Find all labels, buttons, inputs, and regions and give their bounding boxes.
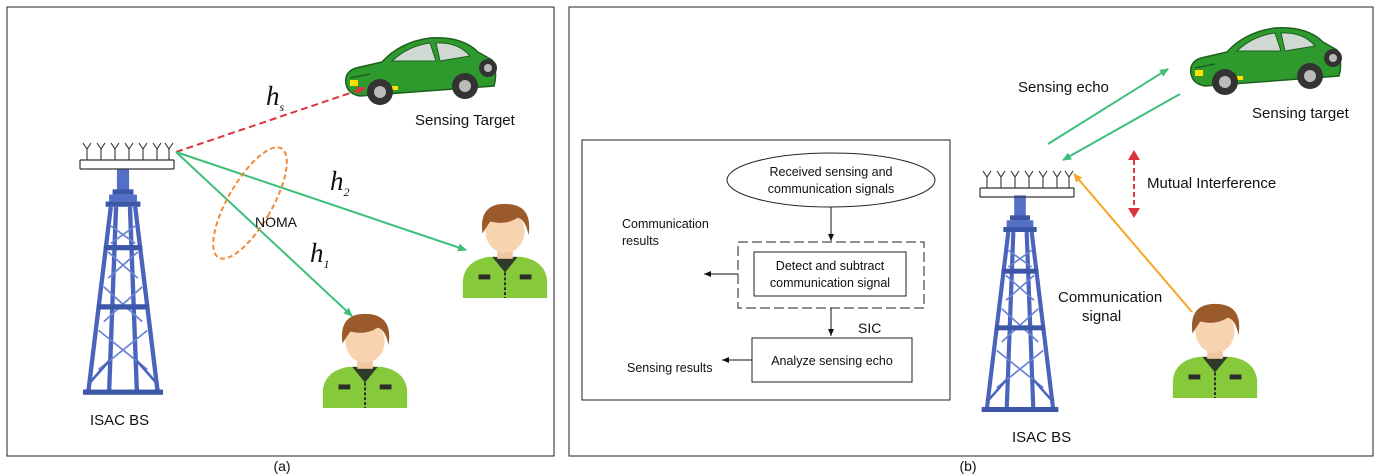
sensing-echo-link [1062, 93, 1181, 161]
sensing-results-label: Sensing results [627, 361, 712, 375]
car-icon [1189, 27, 1343, 96]
user-icon-1 [461, 202, 549, 298]
analyze-label: Analyze sensing echo [771, 354, 893, 368]
noma-label: NOMA [255, 214, 298, 230]
h-s-label: hs [266, 81, 285, 114]
noma-ellipse [212, 146, 288, 260]
isac-bs-label-b: ISAC BS [1012, 429, 1071, 446]
h-1-label: h1 [310, 238, 330, 271]
car-icon [344, 37, 498, 106]
flowchart-frame [581, 139, 951, 401]
detect-subtract-node [753, 251, 907, 297]
sensing-echo-label: Sensing echo [1018, 79, 1109, 96]
panel-a-frame [6, 6, 555, 457]
tower-icon [83, 168, 163, 394]
isac-bs-label-a: ISAC BS [90, 412, 149, 429]
comm-results-line-1: Communication [622, 217, 709, 231]
sic-label: SIC [858, 320, 881, 336]
received-line-1: Received sensing and [770, 165, 893, 179]
comm-link-user-near [175, 151, 353, 317]
sensing-target-label: Sensing target [1252, 105, 1350, 122]
antenna-array-icon [79, 142, 175, 170]
received-signals-node [726, 152, 936, 208]
tower-icon [982, 195, 1059, 412]
sensing-tx-link [1047, 68, 1169, 145]
comm-link-user-far [175, 151, 467, 252]
mutual-interference-arrow [1128, 150, 1140, 218]
comm-signal-line-2: signal [1082, 308, 1121, 325]
panel-b-frame [568, 6, 1374, 457]
antenna-array-icon [979, 170, 1075, 198]
comm-signal-line-1: Communication [1058, 289, 1162, 306]
mutual-interference-label: Mutual Interference [1147, 175, 1276, 192]
sensing-target-label: Sensing Target [415, 112, 516, 129]
user-icon-2 [321, 312, 409, 408]
comm-results-line-2: results [622, 234, 659, 248]
received-line-2: communication signals [768, 182, 894, 196]
panel-b: Received sensing and communication signa… [568, 6, 1374, 474]
sensing-link [175, 86, 366, 153]
detect-line-2: communication signal [770, 276, 890, 290]
caption-b: (b) [959, 458, 976, 474]
user-icon [1171, 302, 1259, 398]
detect-line-1: Detect and subtract [776, 259, 885, 273]
panel-a: hs h2 h1 NOMA Sensing Target ISAC BS (a) [6, 6, 555, 474]
caption-a: (a) [273, 458, 290, 474]
comm-uplink [1073, 173, 1193, 313]
h-2-label: h2 [330, 166, 350, 199]
